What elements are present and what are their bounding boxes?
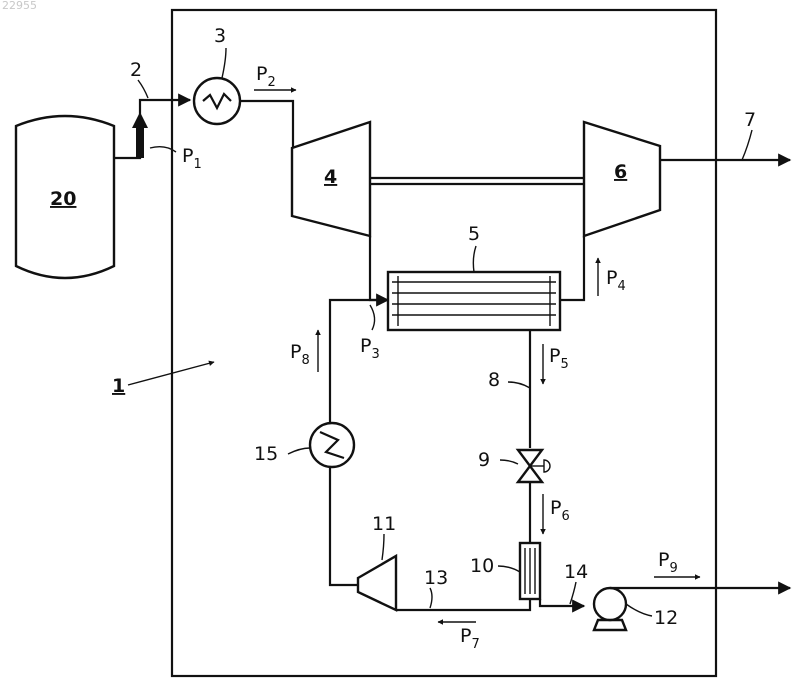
pump-label: 12 [654,607,678,629]
storage-tank-label: 20 [50,188,76,210]
turbine-2: 6 [584,122,660,236]
recuperator-label: 5 [468,223,480,245]
compressor: 11 [358,513,396,610]
turbine-1-label: 4 [324,166,337,188]
watermark-text: 22955 [2,0,37,12]
pressure-p8: P8 [290,341,310,368]
output-label: 7 [744,109,756,131]
pressure-p9: P9 [658,549,678,576]
pressure-p2: P2 [256,63,276,90]
supply-line-label: 2 [130,59,142,81]
line-13-label: 13 [424,567,448,589]
line-13 [396,599,530,610]
pressure-p4: P4 [606,267,626,294]
valve-label: 9 [478,449,490,471]
expansion-valve: 9 [478,449,550,482]
turbine-1: 4 [292,122,370,236]
pressure-p5: P5 [549,345,569,372]
line-14 [540,599,584,606]
pump: 12 [594,588,678,630]
hx-label: 10 [470,555,494,577]
recuperator: 5 [388,223,560,330]
line-8-label: 8 [488,369,500,391]
figure-number: 1 [112,375,125,397]
heater-1: 3 P2 [194,25,296,148]
output-line: 7 [660,109,790,160]
pressure-p6: P6 [550,497,570,524]
line-14-label: 14 [564,561,588,583]
pressure-p3: P3 [360,335,380,362]
heater-1-label: 3 [214,25,226,47]
turbine-2-label: 6 [614,161,627,183]
storage-tank: 20 [16,116,114,278]
pressure-p1: P1 [182,145,202,172]
heater-2-label: 15 [254,443,278,465]
compressor-label: 11 [372,513,396,535]
pressure-p7: P7 [460,625,480,652]
figure-reference: 1 [112,362,214,397]
supply-line: 2 P1 [114,59,202,172]
heat-exchanger: 10 [470,543,540,599]
heater-2: 15 [254,423,354,467]
recuperator-to-turbine-2 [560,236,584,300]
compressor-to-heater [330,468,358,585]
